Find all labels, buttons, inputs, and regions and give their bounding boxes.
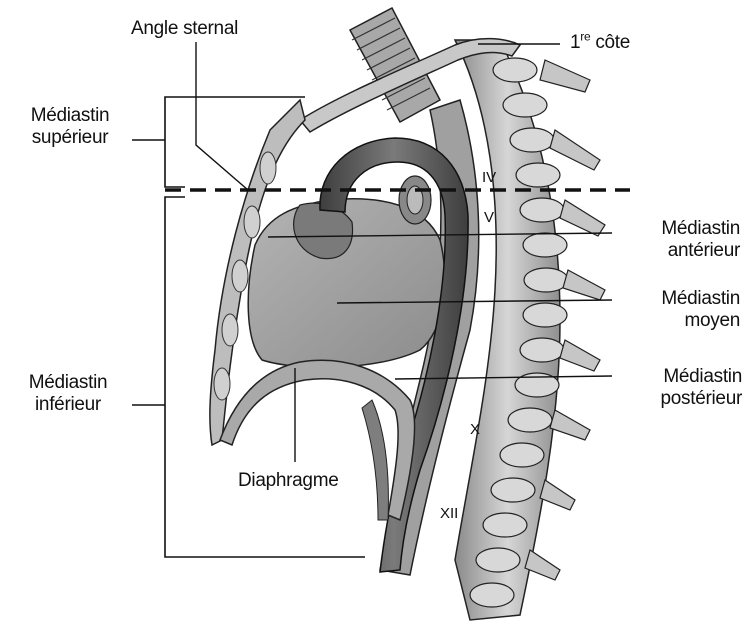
label-mediastin-inferieur-line2: inférieur	[35, 394, 101, 415]
label-mediastin-inferieur-line1: Médiastin	[28, 372, 108, 393]
label-mediastin-posterieur-line1: Médiastin	[663, 366, 742, 387]
leader-lines	[195, 42, 613, 462]
label-mediastin-moyen-line1: Médiastin	[661, 288, 740, 309]
diaphragm	[219, 359, 416, 522]
inferior-bracket	[164, 196, 365, 558]
superior-bracket	[164, 96, 305, 188]
label-mediastin-inferieur: Médiastin inférieur	[8, 372, 128, 416]
vertebra-numeral-v: V	[484, 209, 494, 226]
costal-cartilages	[213, 151, 277, 401]
vertebra-numeral-xii: XII	[440, 505, 458, 522]
first-rib-superscript: re	[580, 29, 591, 44]
label-mediastin-moyen-line2: moyen	[684, 310, 740, 331]
label-mediastin-superieur-line1: Médiastin	[30, 105, 110, 126]
aorta	[319, 137, 469, 573]
label-first-rib: 1re côte	[570, 29, 631, 54]
label-diaphragme: Diaphragme	[238, 470, 339, 491]
label-mediastin-anterieur-line1: Médiastin	[661, 218, 740, 239]
first-rib-suffix: côte	[590, 32, 631, 53]
label-mediastin-superieur: Médiastin supérieur	[10, 105, 130, 149]
vertebra-numeral-x: X	[470, 421, 480, 438]
vertebra-numeral-iv: IV	[482, 169, 496, 186]
first-rib-prefix: 1	[570, 32, 581, 53]
label-mediastin-anterieur-line2: antérieur	[667, 240, 741, 261]
label-mediastin-anterieur: Médiastin antérieur	[600, 218, 740, 262]
crus	[361, 399, 389, 521]
label-mediastin-posterieur: Médiastin postérieur	[600, 366, 743, 410]
label-angle-sternal: Angle sternal	[131, 18, 239, 39]
label-mediastin-superieur-line2: supérieur	[31, 127, 109, 148]
pulmonary-lumen	[406, 185, 424, 215]
first-rib	[298, 37, 522, 133]
vertebral-column	[453, 39, 606, 621]
label-mediastin-moyen: Médiastin moyen	[600, 288, 740, 332]
label-mediastin-posterieur-line2: postérieur	[660, 388, 743, 409]
left-brackets	[132, 96, 365, 558]
